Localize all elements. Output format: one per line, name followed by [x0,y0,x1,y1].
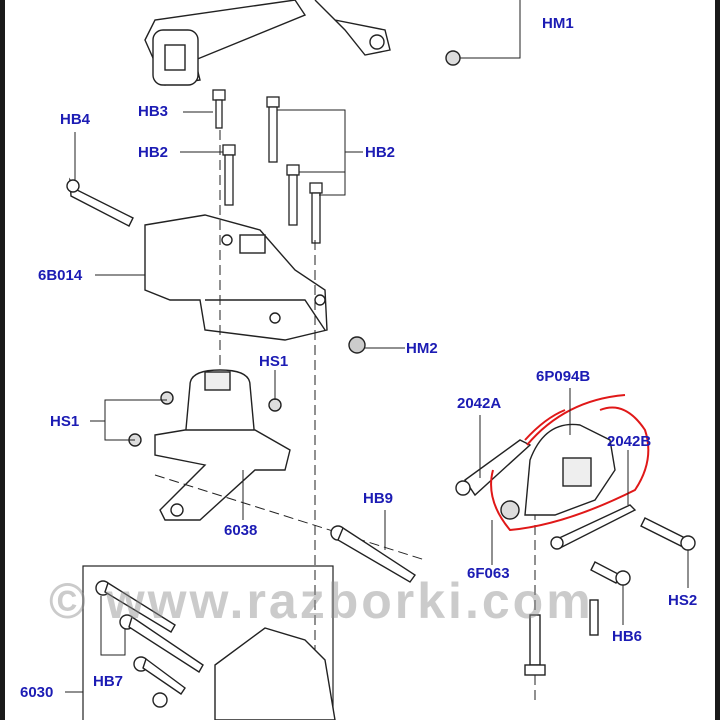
mount-6038 [154,369,291,521]
label-hb4: HB4 [60,111,91,128]
torque-rod-part [144,0,391,86]
assembly-box-6030 [82,565,334,720]
hs2-hb6-bolts [524,517,696,676]
parts-diagram: © www.razborki.com HM1 HB4 HB3 HB2 HB2 6… [5,0,715,720]
label-hm2: HM2 [406,340,438,357]
label-hb9: HB9 [363,490,394,507]
mount-6p094b [455,423,637,550]
hb7-bolts [95,580,336,720]
label-hb6: HB6 [612,628,643,645]
hm2-nut [348,336,366,354]
label-2042a: 2042A [457,395,502,412]
label-6038: 6038 [224,522,258,539]
label-hb7: HB7 [93,673,124,690]
hb4-bolt [66,177,134,227]
bracket-6b014 [144,214,328,341]
bolts-hb2-hb3 [212,89,323,244]
label-6f063: 6F063 [467,565,510,582]
label-hb2-left: HB2 [138,144,169,161]
label-hm1: HM1 [542,15,574,32]
label-2042b: 2042B [607,433,652,450]
label-hb3: HB3 [138,103,169,120]
label-hs2: HS2 [668,592,698,609]
label-6030: 6030 [20,684,54,701]
label-hs1-left: HS1 [50,413,80,430]
label-6p094b: 6P094B [536,368,591,385]
label-hb2-right: HB2 [365,144,396,161]
hm1-nut [445,50,461,66]
label-6b014: 6B014 [38,267,83,284]
label-hs1-top: HS1 [259,353,289,370]
hb9-bolt [330,525,416,583]
watermark: © www.razborki.com [49,573,594,629]
diagram-drawing [65,0,696,720]
